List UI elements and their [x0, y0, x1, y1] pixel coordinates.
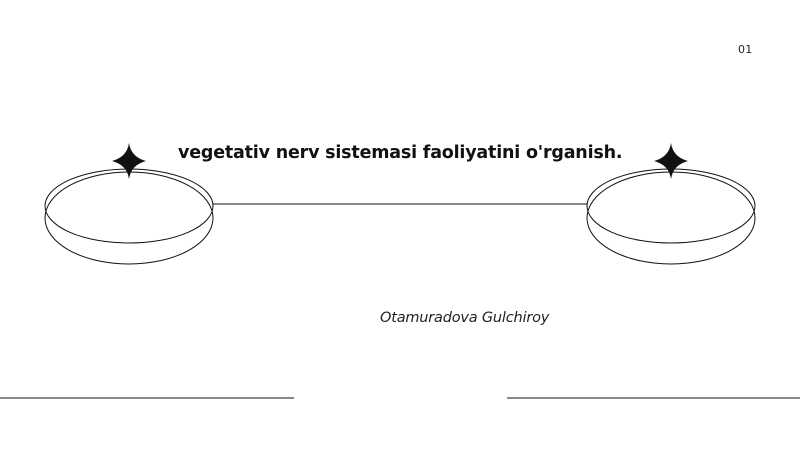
page-number: 01 [738, 43, 753, 56]
right-sparkle-icon [654, 143, 688, 179]
left-sparkle-icon [112, 143, 146, 179]
slide-title: vegetativ nerv sistemasi faoliyatini o'r… [178, 143, 623, 163]
left-orbit-icon [44, 168, 214, 265]
author-name: Otamuradova Gulchiroy [380, 310, 550, 326]
right-orbit-icon [586, 168, 756, 265]
